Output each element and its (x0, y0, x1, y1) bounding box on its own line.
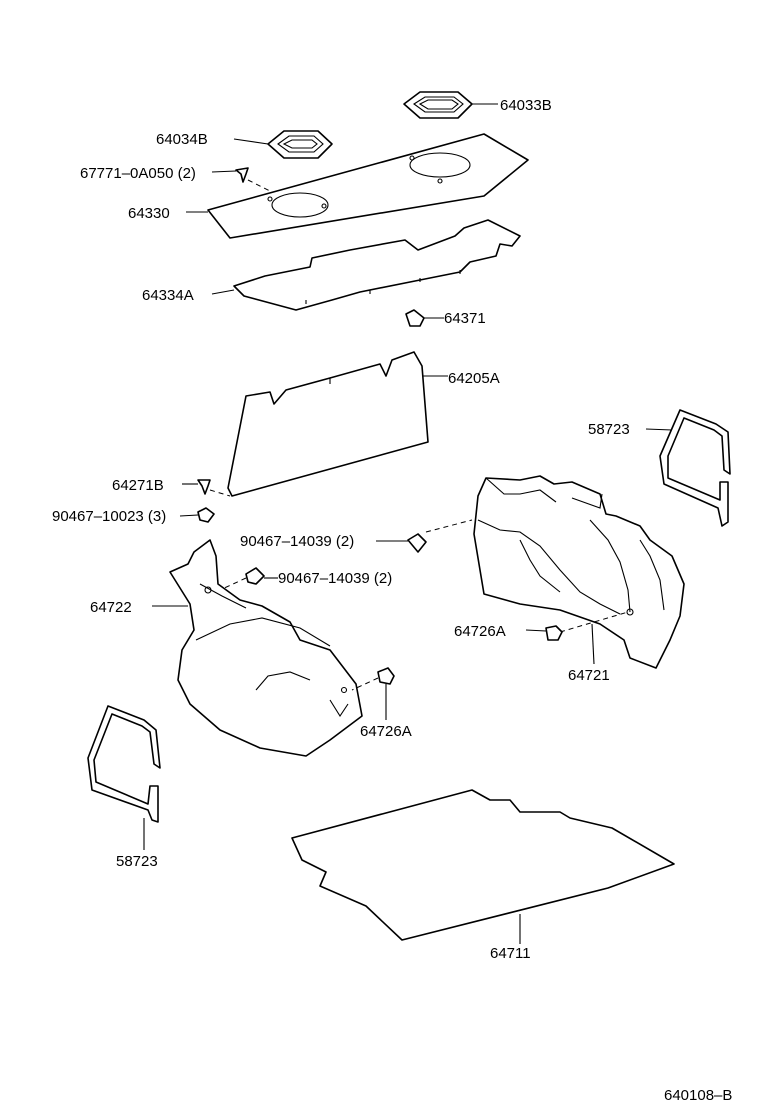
part-64371-clip (405, 309, 425, 327)
part-64033B-grommet (403, 91, 473, 119)
part-64034B-grommet (267, 130, 333, 159)
part-58723-weatherstrip-right (659, 409, 731, 527)
label-64334A: 64334A (142, 287, 194, 304)
part-64721-trunk-side-trim-right (473, 475, 685, 669)
label-67771-0A050: 67771–0A050 (2) (80, 165, 196, 182)
part-64205A-separator-board (227, 351, 429, 497)
label-58723-left: 58723 (116, 853, 158, 870)
label-64711: 64711 (490, 945, 531, 962)
label-64330: 64330 (128, 205, 170, 222)
label-64722: 64722 (90, 599, 132, 616)
part-64271B-fastener (197, 479, 211, 495)
diagram-code: 640108–B (664, 1087, 732, 1104)
part-58723-weatherstrip-left (87, 705, 161, 823)
part-90467-14039-clip-a (407, 533, 427, 553)
part-64711-trunk-mat (291, 789, 675, 941)
part-64726A-clip-left (377, 667, 395, 685)
label-64721: 64721 (568, 667, 610, 684)
part-90467-10023-clip (197, 507, 215, 523)
label-64033B: 64033B (500, 97, 552, 114)
label-64271B: 64271B (112, 477, 164, 494)
label-64726A-right: 64726A (454, 623, 506, 640)
part-64722-trunk-side-trim-left (169, 539, 363, 757)
label-64034B: 64034B (156, 131, 208, 148)
label-90467-10023: 90467–10023 (3) (52, 508, 166, 525)
label-64726A-left: 64726A (360, 723, 412, 740)
label-64371: 64371 (444, 310, 486, 327)
label-90467-14039-b: 90467–14039 (2) (278, 570, 392, 587)
part-64330-package-tray (207, 133, 529, 239)
label-90467-14039-a: 90467–14039 (2) (240, 533, 354, 550)
part-64334A-tray-silencer (233, 219, 521, 311)
part-64726A-clip-right (545, 625, 563, 641)
part-90467-14039-clip-b (245, 567, 265, 585)
part-67771-clip (235, 167, 249, 183)
label-58723-right: 58723 (588, 421, 630, 438)
label-64205A: 64205A (448, 370, 500, 387)
